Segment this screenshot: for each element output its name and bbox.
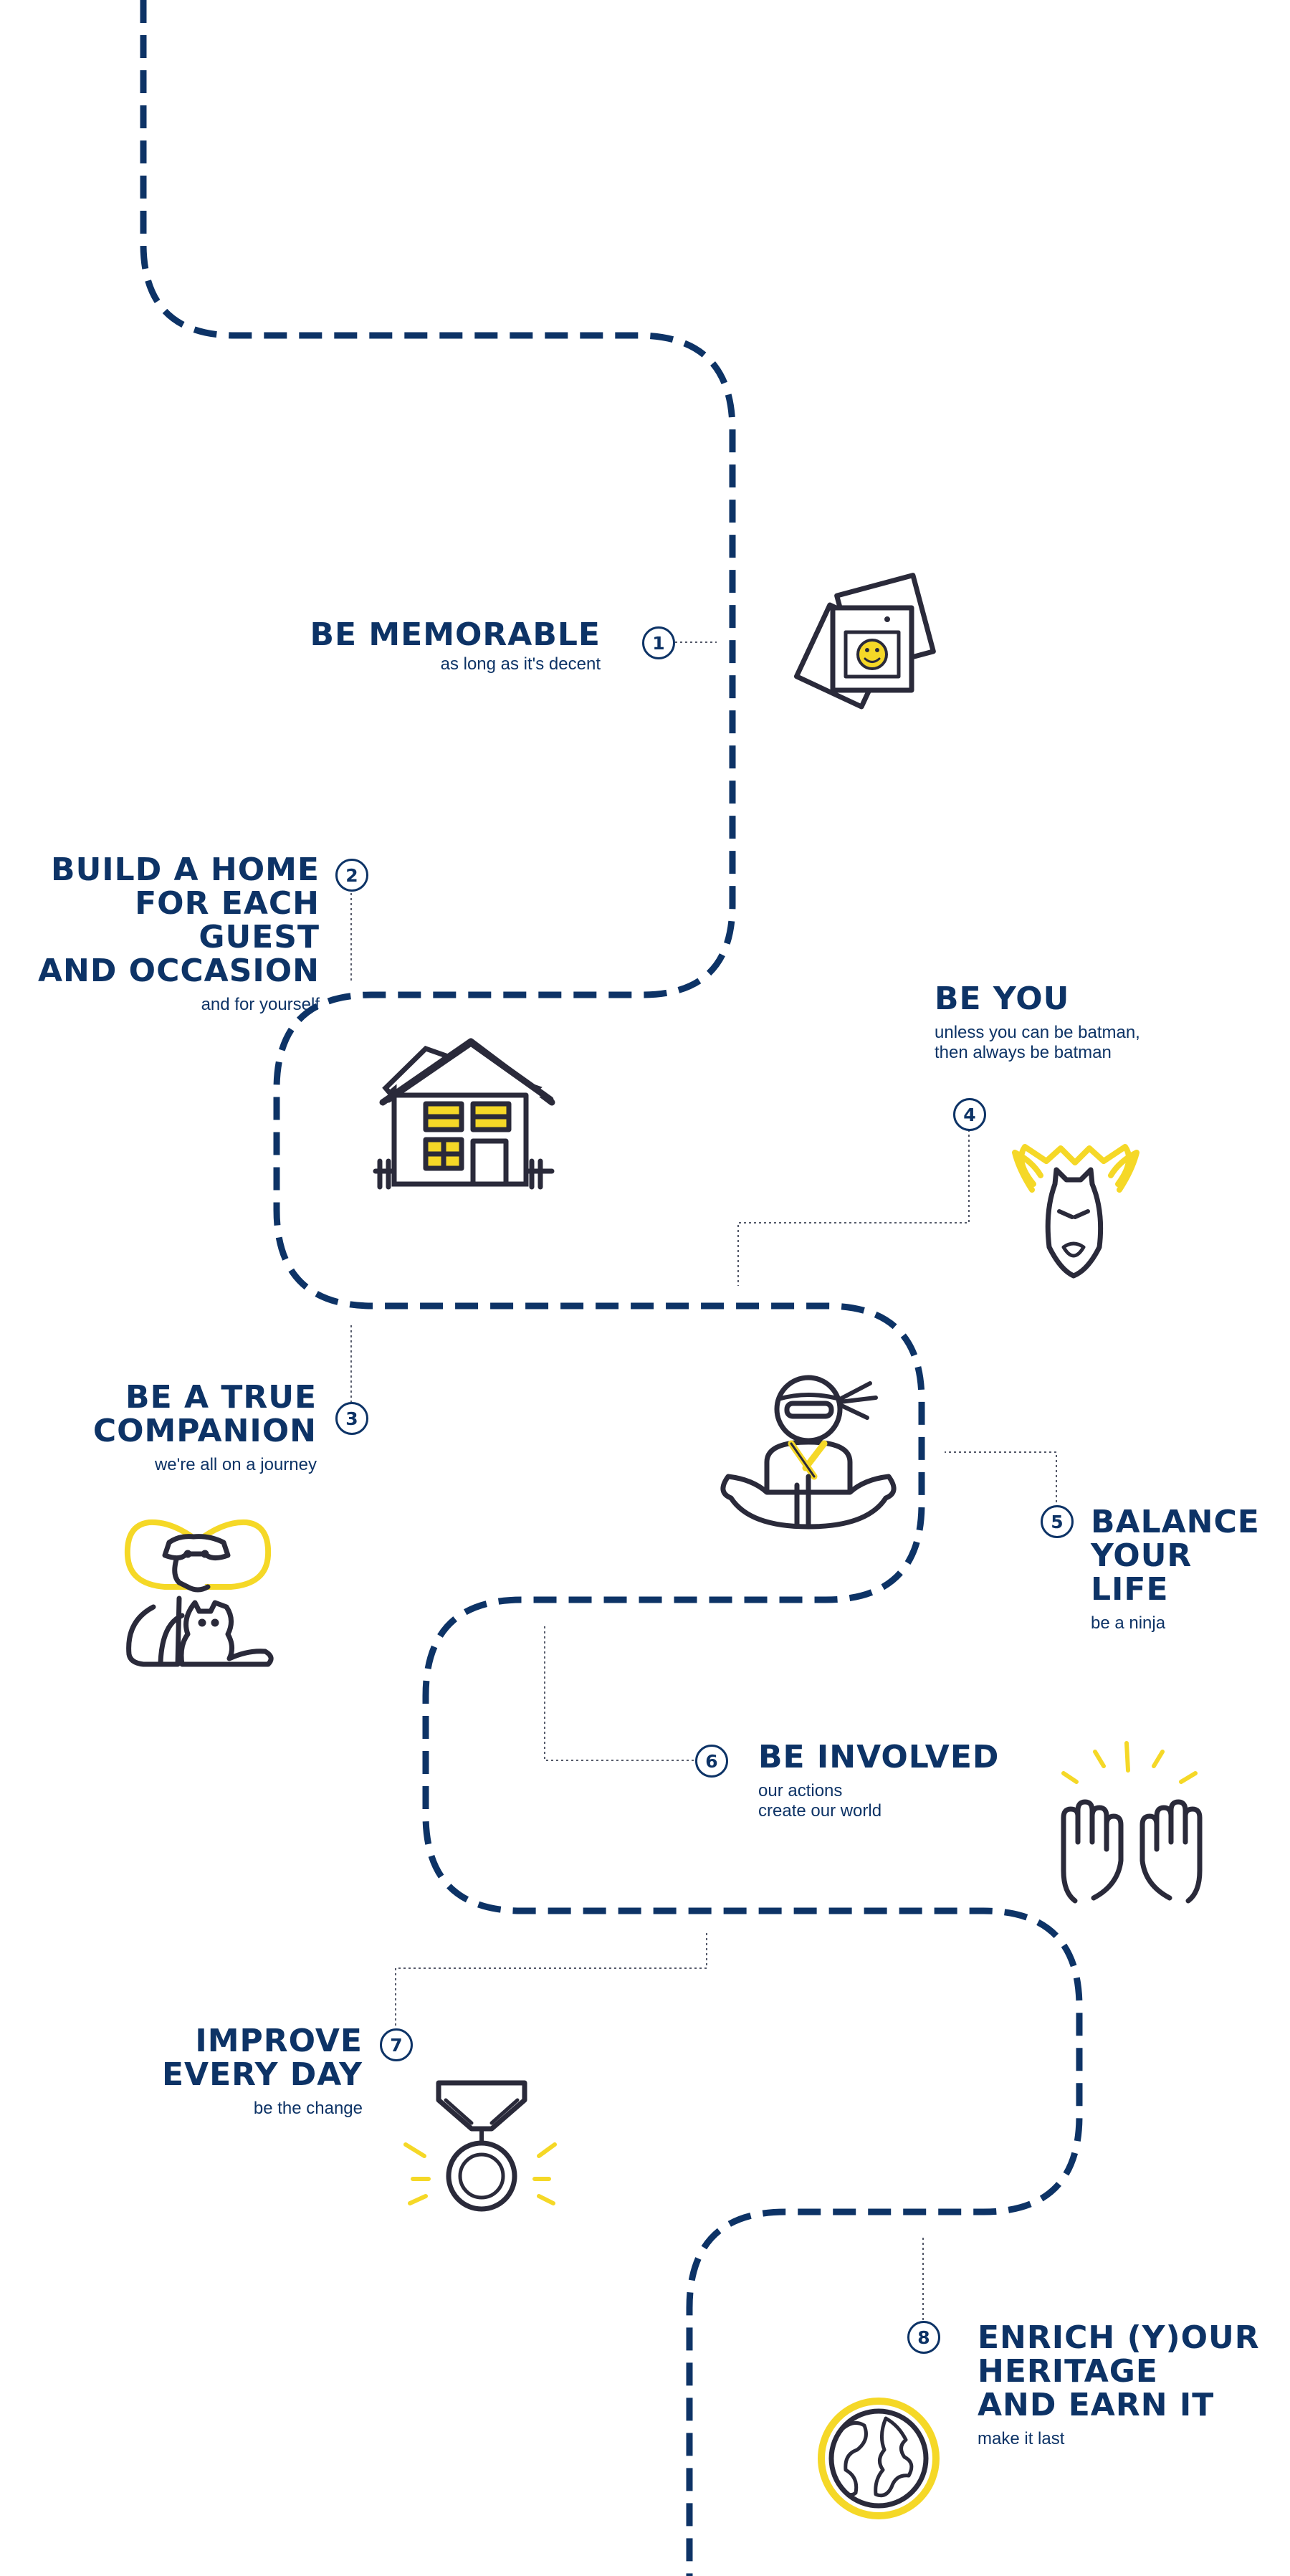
ninja-icon (720, 1375, 897, 1530)
milestone-subtitle: we're all on a journey (154, 1455, 317, 1474)
milestone-title: ENRICH (Y)OUR HERITAGE AND EARN IT (978, 2319, 1260, 2423)
leader-line-5 (945, 1451, 1057, 1502)
milestone-2: BUILD A HOME FOR EACH GUEST AND OCCASION… (4, 853, 320, 1015)
milestone-number-6: 6 (695, 1745, 728, 1778)
raised-hands-icon (1061, 1741, 1203, 1904)
house-icon (373, 1038, 555, 1190)
milestone-subtitle: unless you can be batman, then always be… (935, 1023, 1140, 1062)
milestone-title: BE INVOLVED (758, 1739, 1000, 1775)
milestone-title: BE MEMORABLE (310, 616, 601, 653)
milestone-subtitle: our actions create our world (758, 1781, 882, 1821)
milestone-subtitle: make it last (978, 2429, 1065, 2448)
milestone-subtitle: and for yourself (201, 995, 320, 1014)
milestone-title: IMPROVE EVERY DAY (161, 2023, 363, 2093)
milestone-number-5: 5 (1041, 1505, 1074, 1538)
milestone-title: BE YOU (935, 981, 1070, 1017)
milestone-subtitle: be a ninja (1091, 1613, 1166, 1633)
medal-icon (403, 2080, 557, 2212)
milestone-title: BALANCE YOUR LIFE (1091, 1504, 1260, 1608)
milestone-number-2: 2 (335, 859, 368, 892)
milestone-title: BE A TRUE COMPANION (92, 1379, 317, 1449)
milestone-number-8: 8 (907, 2321, 940, 2354)
milestone-title: BUILD A HOME FOR EACH GUEST AND OCCASION (37, 851, 320, 989)
batman-mask-icon (1012, 1144, 1140, 1279)
milestone-1: BE MEMORABLE as long as it's decent (228, 618, 601, 674)
milestone-7: IMPROVE EVERY DAY be the change (62, 2024, 363, 2119)
dog-and-cat-icon (124, 1519, 274, 1667)
milestone-number-3: 3 (335, 1402, 368, 1435)
milestone-number-7: 7 (380, 2028, 413, 2061)
leader-line-4 (737, 1130, 970, 1286)
milestone-subtitle: as long as it's decent (440, 654, 601, 674)
milestone-8: ENRICH (Y)OUR HERITAGE AND EARN IT make … (978, 2321, 1286, 2449)
milestone-subtitle: be the change (253, 2099, 363, 2118)
photo-frames-icon (793, 573, 936, 710)
milestone-4: BE YOU unless you can be batman, then al… (935, 982, 1250, 1063)
milestone-number-4: 4 (953, 1098, 986, 1131)
milestone-6: BE INVOLVED our actions create our world (758, 1740, 1074, 1821)
milestone-number-1: 1 (642, 626, 675, 659)
globe-icon (818, 2398, 940, 2519)
leader-line-7 (395, 1932, 707, 2026)
milestone-3: BE A TRUE COMPANION we're all on a journ… (1, 1380, 317, 1475)
milestone-5: BALANCE YOUR LIFE be a ninja (1091, 1505, 1277, 1633)
